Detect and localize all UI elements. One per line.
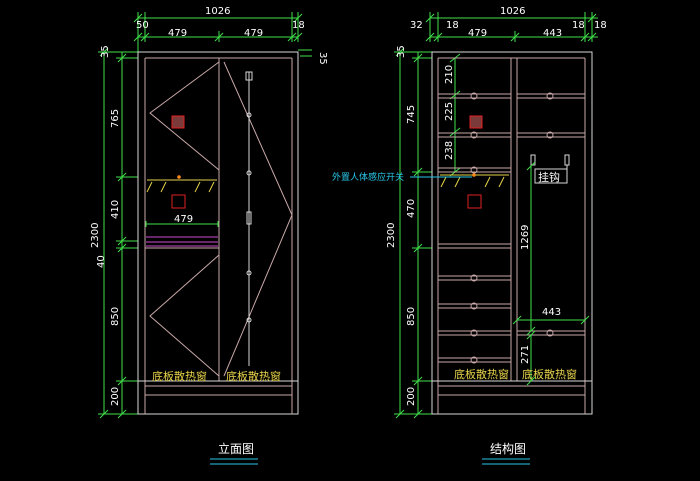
left-dim-top-right-margin: 18 (292, 20, 305, 31)
right-sensor-label: 外置人体感应开关 (332, 171, 404, 183)
left-dim-right-top: 35 (317, 52, 328, 65)
right-dim-745: 745 (406, 105, 417, 124)
right-dim-top-right-a: 18 (572, 20, 585, 31)
right-dim-top-right-b: 18 (594, 20, 607, 31)
left-dim-door-left: 479 (168, 28, 187, 39)
right-structure-view: 1026 32 18 18 18 479 443 (332, 6, 607, 465)
right-cabinet-frame (431, 51, 593, 415)
right-dim-width-right: 443 (543, 28, 562, 39)
right-top-dimensions (425, 12, 598, 42)
right-dim-width-left: 479 (468, 28, 487, 39)
left-dim-850: 850 (110, 307, 121, 326)
right-dim-shelf-238: 238 (444, 141, 455, 160)
right-dim-shelf-210: 210 (444, 65, 455, 84)
right-vent-label-right: 底板散热窗 (522, 367, 577, 381)
hook-icon (534, 168, 568, 184)
right-dim-rod-1269: 1269 (520, 225, 531, 250)
right-dim-lower-width: 443 (542, 307, 561, 318)
right-vent-label-left: 底板散热窗 (454, 367, 509, 381)
left-elevation-view: 1026 50 18 479 479 35 35 2300 765 (90, 6, 328, 465)
left-dim-left-top: 35 (100, 45, 111, 58)
left-cabinet-frame (137, 51, 299, 415)
right-dim-200: 200 (406, 387, 417, 406)
right-dim-total-height: 2300 (386, 223, 397, 248)
left-vent-label-left: 底板散热窗 (152, 369, 207, 383)
right-view-title: 结构图 (490, 441, 526, 456)
left-dim-40: 40 (96, 255, 107, 268)
left-view-title: 立面图 (218, 441, 254, 456)
left-dim-door-right: 479 (244, 28, 263, 39)
left-dim-765: 765 (110, 109, 121, 128)
right-dim-top-overall: 1026 (500, 6, 525, 17)
left-dim-410: 410 (110, 200, 121, 219)
right-dim-470: 470 (406, 199, 417, 218)
right-dim-shelf-225: 225 (444, 102, 455, 121)
left-side-dimensions (98, 47, 138, 419)
right-shelf-knobs (470, 92, 554, 364)
left-vent-label-right: 底板散热窗 (226, 369, 281, 383)
left-top-dimensions (133, 12, 312, 57)
left-dim-top-left-margin: 50 (136, 20, 149, 31)
right-dim-850: 850 (406, 307, 417, 326)
left-dim-total-height: 2300 (90, 223, 101, 248)
left-dim-200: 200 (110, 387, 121, 406)
right-hook-label: 挂钩 (538, 170, 560, 184)
left-dim-top-overall: 1026 (205, 6, 230, 17)
right-accents (410, 115, 590, 386)
left-dim-inner-width: 479 (174, 214, 193, 225)
right-side-dimensions (394, 47, 461, 419)
right-dim-top-left-b: 18 (446, 20, 459, 31)
right-dim-top-left-a: 32 (410, 20, 423, 31)
left-accents (145, 175, 219, 247)
right-dim-271: 271 (520, 345, 531, 364)
right-dim-left-top: 35 (396, 45, 407, 58)
